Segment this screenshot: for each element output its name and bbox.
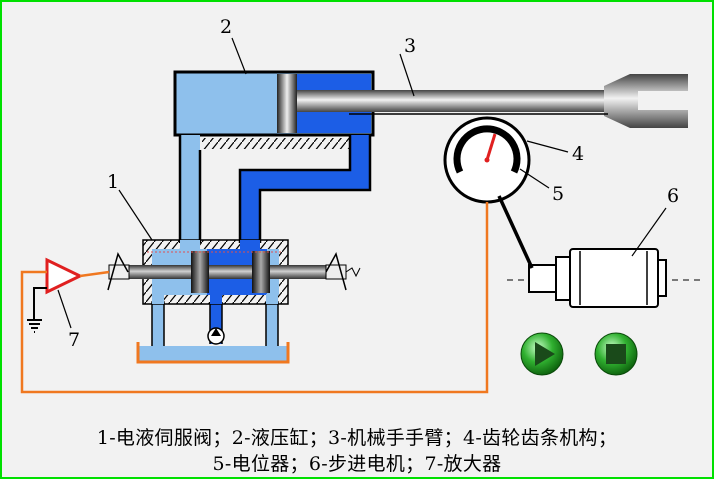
label-stepper-motor: 6 [667,185,679,207]
signal-wire [20,202,489,394]
label-cylinder: 2 [220,16,232,38]
hydraulic-pipes [151,135,372,351]
motor-link [497,195,534,269]
label-gear-rack: 4 [572,143,584,165]
label-servo-valve: 1 [107,171,119,193]
stepper-motor [497,195,702,308]
spring-left [107,252,129,291]
valve-spool [109,265,346,279]
arm-rod [297,90,617,112]
amplifier [27,257,110,333]
caption-line-2: 5-电位器；6-步进电机；7-放大器 [212,453,502,475]
play-button[interactable] [520,332,564,376]
spool-land-left [191,251,209,293]
stop-button[interactable] [594,332,638,376]
label-amplifier: 7 [68,329,80,351]
leader-lines [57,37,667,329]
pump [207,327,225,345]
cylinder-piston [277,74,297,133]
servo-valve [107,239,361,305]
manipulator-arm [297,74,688,128]
potentiometer-needle [485,133,497,161]
oil-tank [136,342,290,364]
arm-gripper [604,74,688,128]
spool-land-right [252,251,270,293]
caption-line-1: 1-电液伺服阀；2-液压缸；3-机械手手臂；4-齿轮齿条机构； [96,427,618,449]
stop-icon [606,344,626,364]
spring-right [325,252,347,291]
play-icon [535,342,555,366]
label-potentiometer: 5 [552,183,564,205]
potentiometer [443,116,531,204]
label-arm: 3 [404,35,416,57]
